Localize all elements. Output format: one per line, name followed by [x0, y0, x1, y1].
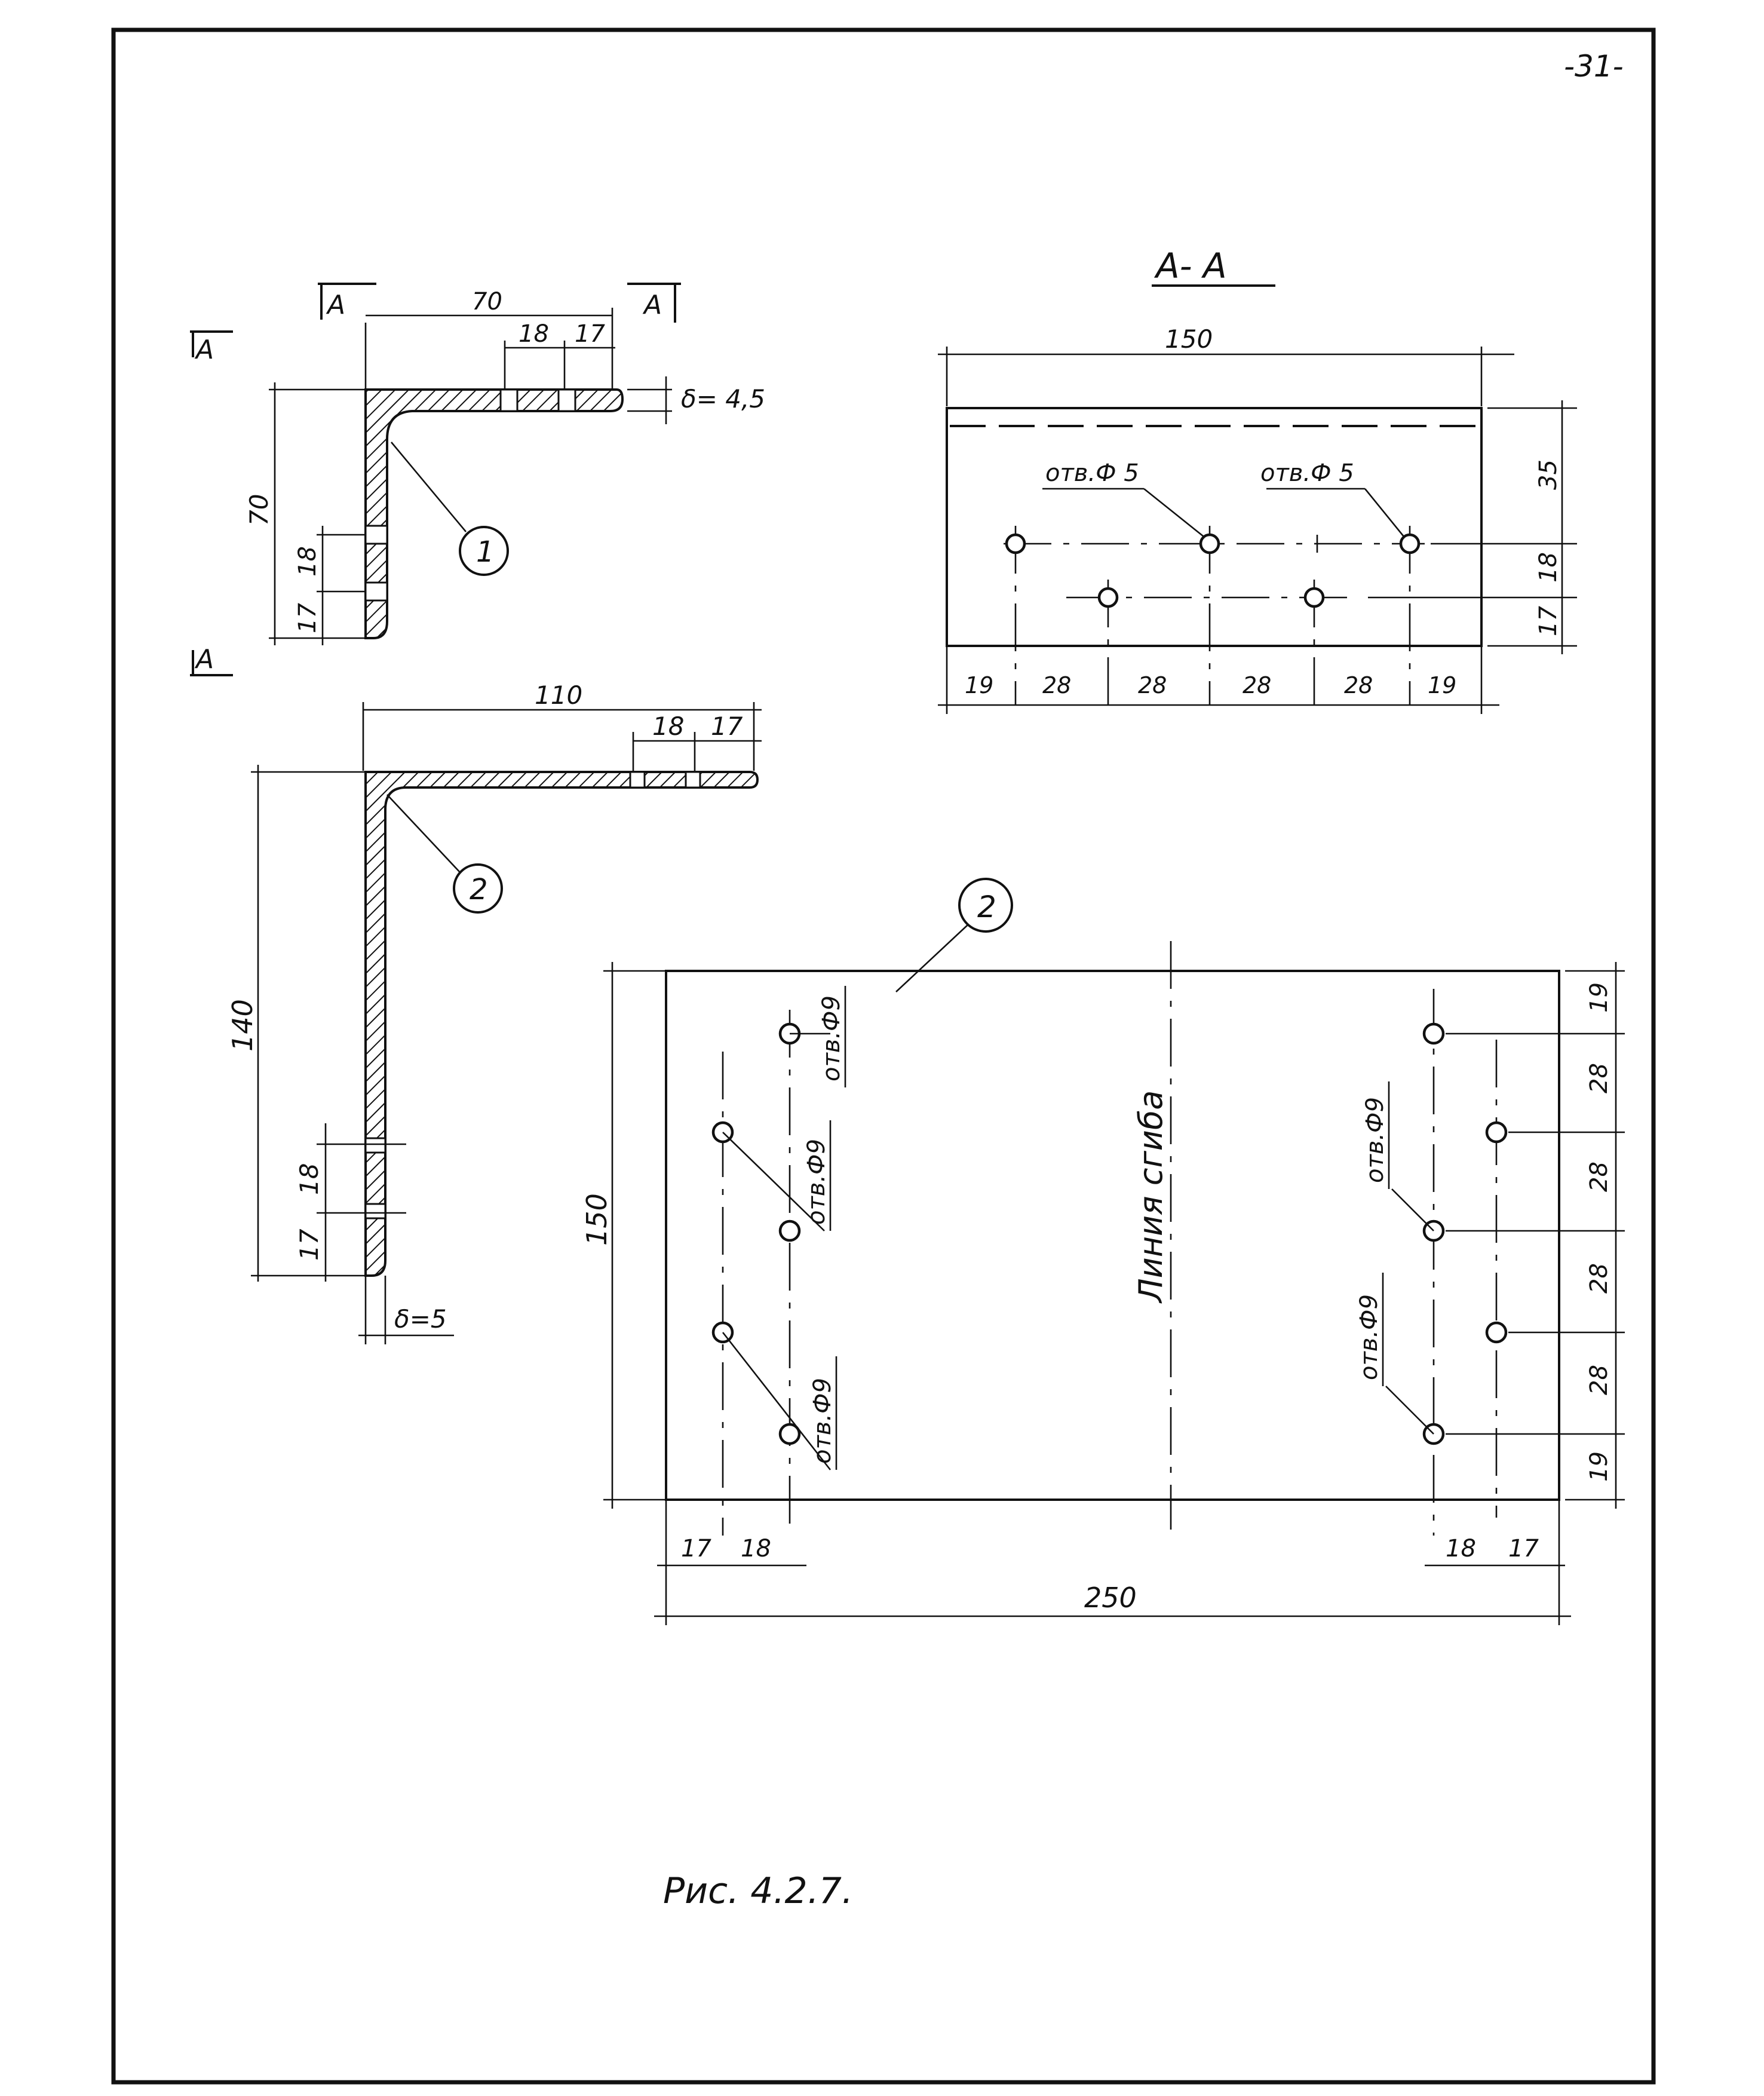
page-number: -31- [1564, 49, 1624, 84]
part2-height-dim: 140 [226, 999, 259, 1052]
flat-hole-note-3: отв.Ф9 [809, 1378, 836, 1464]
section-label: A- A [1153, 246, 1227, 286]
part2-callout: 2 [470, 873, 488, 906]
flat-row-1: 19 [1585, 982, 1613, 1013]
section-aa: A- A отв.Ф 5 отв.Ф 5 150 [938, 246, 1577, 714]
section-row-2: 18 [1535, 552, 1562, 583]
flat-row-4: 28 [1585, 1263, 1613, 1294]
section-spacing-4: 28 [1243, 672, 1271, 698]
cut-mark-left-top: A [194, 335, 214, 365]
flat-hole-note-2: отв.Ф9 [803, 1139, 830, 1225]
flat-hole-note-1: отв.Ф9 [818, 995, 845, 1081]
section-spacing-6: 19 [1428, 672, 1456, 698]
part2-thickness: δ=5 [394, 1304, 447, 1334]
cut-mark-part1-right: A [642, 290, 662, 320]
part1-edge-offset-left: 17 [294, 603, 321, 633]
part2-edge-offset-top: 17 [711, 712, 743, 741]
part2-width-dim: 110 [535, 681, 582, 710]
flat-height-dim: 150 [581, 1193, 613, 1246]
flat-row-6: 19 [1585, 1451, 1613, 1482]
flat-hole-note-4: отв.Ф9 [1361, 1097, 1389, 1183]
flat-length-dim: 250 [1084, 1582, 1137, 1614]
figure-caption: Рис. 4.2.7. [663, 1870, 853, 1912]
part1-hole-pitch-left: 18 [294, 546, 321, 577]
flat-callout: 2 [977, 890, 996, 924]
part1-edge-offset-top: 17 [575, 320, 605, 348]
flat-right-offset-1: 18 [1446, 1535, 1476, 1562]
part1-hole-pitch-top: 18 [519, 320, 549, 348]
flat-right-offset-2: 17 [1508, 1535, 1539, 1562]
section-width-dim: 150 [1165, 324, 1213, 354]
section-row-3: 17 [1535, 606, 1562, 636]
flat-row-3: 28 [1585, 1162, 1613, 1192]
section-spacing-5: 28 [1344, 672, 1373, 698]
section-hole-note-right: отв.Ф 5 [1260, 459, 1354, 487]
part2-edge-offset-left: 17 [294, 1228, 324, 1261]
flat-left-offset-1: 17 [681, 1535, 711, 1562]
flat-pattern: Линия сгиба 2 отв.Ф9 отв.Ф9 отв.Ф9 [581, 878, 1625, 1625]
section-spacing-2: 28 [1042, 672, 1071, 698]
part2-hole-pitch-left: 18 [294, 1163, 324, 1195]
part1-thickness: δ= 4,5 [681, 384, 765, 413]
flat-hole-note-5: отв.Ф9 [1355, 1294, 1383, 1380]
part1-height-dim: 70 [244, 494, 274, 526]
section-spacing-3: 28 [1138, 672, 1167, 698]
flat-row-2: 28 [1585, 1063, 1613, 1093]
section-hole-note-left: отв.Ф 5 [1045, 459, 1139, 487]
bend-line-label: Линия сгиба [1132, 1090, 1170, 1304]
part1-width-dim: 70 [472, 288, 502, 315]
part1-callout: 1 [476, 535, 495, 569]
part2-hole-pitch-top: 18 [652, 712, 684, 741]
cut-mark-left-bottom: A [194, 644, 214, 675]
part1-profile: A A A A 70 18 17 δ= 4,5 [190, 283, 765, 676]
flat-left-offset-2: 18 [741, 1535, 771, 1562]
cut-mark-part1-left: A [326, 290, 345, 320]
sheet-frame [111, 27, 1656, 2085]
section-spacing-1: 19 [965, 672, 993, 698]
section-row-1: 35 [1535, 459, 1562, 490]
flat-row-5: 28 [1585, 1365, 1613, 1395]
part2-profile: 110 18 17 140 18 17 δ=5 2 [226, 681, 762, 1344]
